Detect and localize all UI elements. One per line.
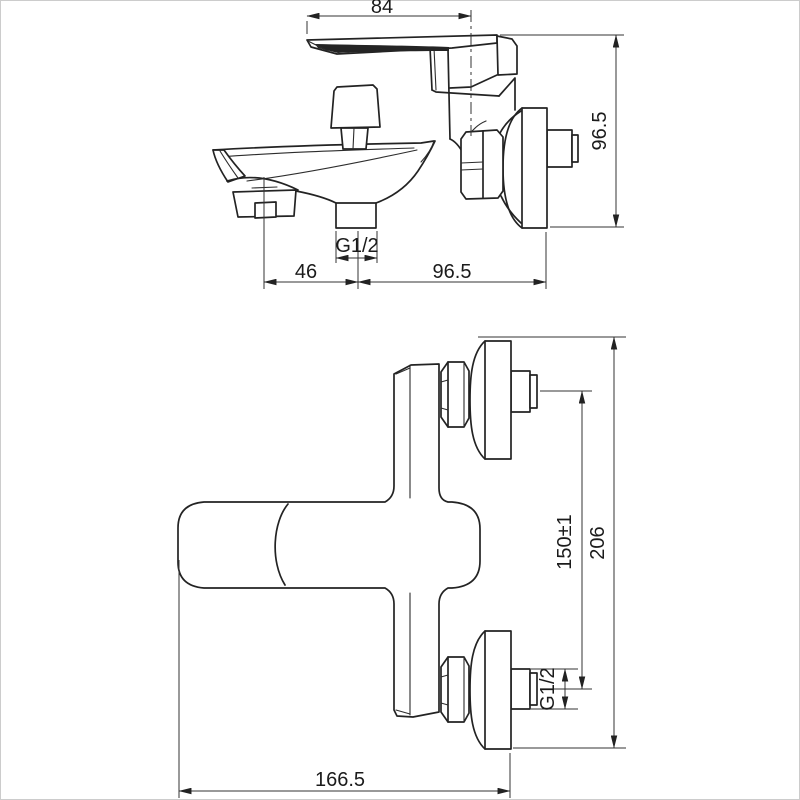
side-underside-left-curve: [295, 190, 337, 204]
side-block-top-edge: [431, 89, 500, 97]
side-lever-tip-facet: [307, 40, 331, 53]
side-neck-inner: [433, 47, 437, 91]
side-block-left-edge: [447, 48, 451, 140]
front-lower-connector: [510, 668, 531, 710]
side-neck-left: [429, 46, 433, 91]
side-lever-underside-shadow: [315, 44, 449, 53]
dimensions: 84 96.5 G1/2 46 96.5 150±1 206 G1/2 166.…: [178, 0, 626, 798]
side-underside-fillet: [420, 140, 435, 163]
front-upper-nut-chamfers: [440, 361, 465, 428]
front-lower-nut-chamfers: [440, 656, 465, 723]
side-aerator-nozzle: [254, 201, 277, 219]
side-aerator-cap-curve: [226, 176, 299, 191]
side-body-dome-bottom-curve: [500, 195, 522, 224]
ext-inlet-thread: [531, 668, 578, 710]
front-upper-arm-cap-line: [395, 367, 411, 375]
ext-overall-height: [478, 336, 626, 749]
front-lower-escutcheon: [469, 630, 512, 750]
side-spout-top-edge: [212, 140, 435, 151]
front-upper-escutcheon: [469, 340, 512, 460]
side-spout-tip-facet: [219, 150, 239, 179]
side-spout-top-inner-edge: [219, 147, 415, 158]
side-body-dome-top-curve: [499, 110, 522, 134]
side-hex-nut-chamfers: [460, 161, 484, 171]
front-view: [177, 340, 538, 750]
side-block-diagonal: [449, 74, 498, 89]
dim-label-150: 150±1: [554, 514, 576, 569]
front-body-and-arms: [177, 363, 481, 718]
front-lower-hex-nut: [440, 656, 470, 723]
side-hex-nut: [460, 129, 504, 200]
side-shower-outlet-tube: [335, 202, 377, 229]
front-upper-connector-step: [529, 374, 538, 409]
side-block-right-edge: [498, 77, 516, 111]
side-diverter-knob: [330, 84, 381, 129]
dim-label-206: 206: [587, 526, 609, 559]
front-lower-arm-cap-line: [395, 709, 411, 715]
side-lever-end-cap: [496, 35, 518, 76]
dim-label-96-5-bottom: 96.5: [433, 261, 472, 283]
side-wall-connector-step: [571, 134, 579, 163]
dim-label-96-5-side: 96.5: [589, 112, 611, 151]
dim-label-166-5: 166.5: [315, 769, 365, 791]
side-wall-connector: [546, 129, 573, 168]
dim-label-g12-bottom: G1/2: [537, 667, 559, 710]
front-body-cap-arc: [274, 503, 289, 586]
front-upper-hex-nut: [440, 361, 470, 428]
side-spout-silhouette: [246, 149, 418, 182]
side-diverter-stem: [340, 127, 369, 150]
side-diverter-stem-line: [352, 127, 355, 150]
dim-label-84: 84: [371, 0, 393, 18]
dim-label-g12-top: G1/2: [335, 235, 378, 257]
side-underside-right-curve: [375, 140, 436, 204]
front-lower-connector-step: [529, 672, 538, 706]
side-view: [212, 10, 579, 229]
side-spout-tip: [212, 149, 246, 183]
front-upper-connector: [510, 370, 531, 413]
dim-label-46: 46: [295, 261, 317, 283]
